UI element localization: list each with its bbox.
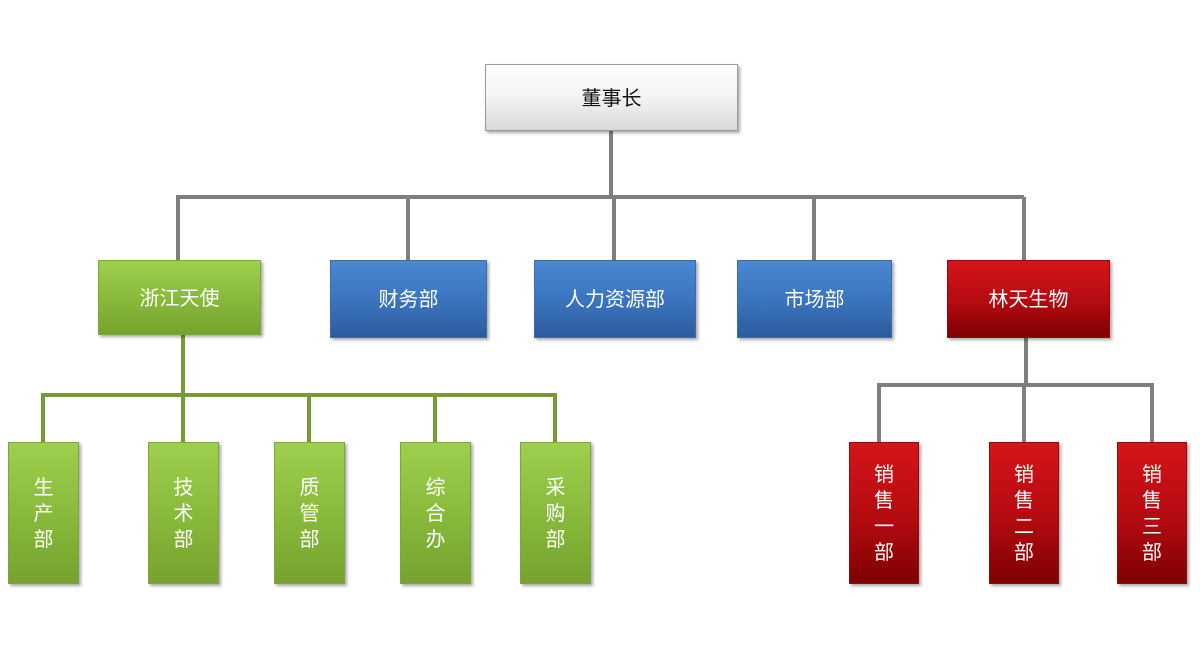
quality-dept-label: 质管部: [299, 475, 320, 551]
chairman-node: 董事长: [485, 64, 738, 131]
hr-dept-label: 人力资源部: [565, 287, 665, 311]
general-office-node: 综合办: [400, 442, 471, 584]
production-dept-label: 生产部: [33, 475, 54, 551]
quality-dept-node: 质管部: [274, 442, 345, 584]
sales-dept-1-node: 销售一部: [849, 442, 919, 584]
zhejiang-tianshi-label: 浙江天使: [139, 285, 220, 310]
sales-dept-2-node: 销售二部: [989, 442, 1059, 584]
sales-dept-3-node: 销售三部: [1117, 442, 1187, 584]
lintian-bio-label: 林天生物: [988, 287, 1069, 311]
finance-dept-node: 财务部: [330, 260, 487, 338]
production-dept-node: 生产部: [8, 442, 79, 584]
sales-dept-1-label: 销售一部: [874, 462, 894, 564]
general-office-label: 综合办: [425, 475, 446, 551]
zhejiang-tianshi-node: 浙江天使: [98, 260, 261, 335]
purchasing-dept-node: 采购部: [520, 442, 591, 584]
chairman-label: 董事长: [581, 85, 642, 110]
lintian-bio-node: 林天生物: [947, 260, 1110, 338]
hr-dept-node: 人力资源部: [534, 260, 696, 338]
purchasing-dept-label: 采购部: [545, 475, 566, 551]
sales-dept-2-label: 销售二部: [1014, 462, 1034, 564]
finance-dept-label: 财务部: [378, 287, 439, 311]
sales-dept-3-label: 销售三部: [1142, 462, 1162, 564]
marketing-dept-label: 市场部: [784, 287, 845, 311]
technology-dept-label: 技术部: [173, 475, 194, 551]
technology-dept-node: 技术部: [148, 442, 219, 584]
marketing-dept-node: 市场部: [737, 260, 892, 338]
